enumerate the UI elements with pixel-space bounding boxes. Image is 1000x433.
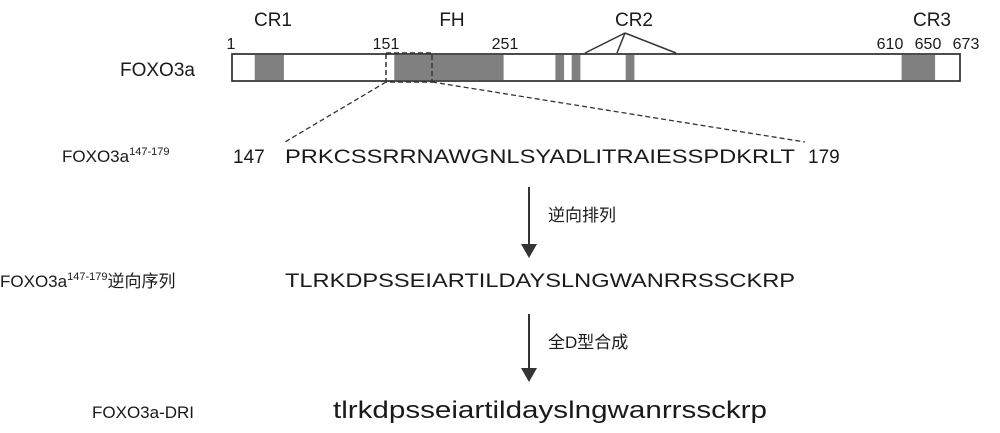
domain-block-6: [901, 55, 936, 80]
reverse-label-main: FOXO3a: [0, 272, 68, 291]
step1-label: 逆向排列: [548, 206, 616, 225]
cr2-label: CR2: [615, 10, 653, 31]
reverse-label-suffix: 逆向序列: [107, 272, 175, 291]
cr2-bracket-mid: [616, 32, 626, 54]
arrow-step2: [521, 314, 537, 382]
dri-sequence: tlrkdpsseiartildayslngwanrrssckrp: [333, 397, 767, 424]
fragment-label: FOXO3a147-179: [62, 146, 169, 166]
cr2-bracket-left: [584, 32, 626, 54]
zoom-line-right: [431, 81, 806, 143]
position-251: 251: [492, 36, 519, 53]
reverse-label: FOXO3a147-179逆向序列: [0, 271, 175, 291]
domain-block-3: [555, 55, 565, 80]
protein-bar: [231, 53, 961, 82]
fragment-label-sup: 147-179: [129, 146, 169, 158]
cr2-bracket: [584, 32, 677, 54]
cr3-label: CR3: [913, 10, 951, 31]
protein-bar-outline: [231, 53, 961, 82]
zoom-line-left: [284, 81, 387, 143]
domain-block-1: [254, 55, 284, 80]
fragment-label-main: FOXO3a: [62, 147, 130, 166]
position-673: 673: [953, 36, 980, 53]
reverse-label-sup: 147-179: [67, 271, 107, 283]
domain-blocks: [254, 55, 936, 80]
fragment-sequence: PRKCSSRRNAWGNLSYADLITRAIESSPDKRLT: [285, 147, 795, 168]
protein-name: FOXO3a: [120, 60, 195, 81]
step2-label: 全D型合成: [548, 333, 628, 352]
arrow-step1: [521, 187, 537, 258]
fragment-start: 147: [233, 147, 265, 168]
cr2-bracket-right: [624, 32, 677, 54]
cr1-label: CR1: [254, 10, 292, 31]
reverse-sequence: TLRKDPSSEIARTILDAYSLNGWANRRSSCKRP: [285, 271, 795, 292]
domain-block-4: [571, 55, 581, 80]
fragment-end: 179: [808, 147, 840, 168]
position-610: 610: [877, 36, 904, 53]
dri-label: FOXO3a-DRI: [92, 403, 194, 422]
domain-block-2: [394, 55, 504, 80]
position-650: 650: [915, 36, 942, 53]
position-1: 1: [227, 36, 236, 53]
fh-label: FH: [439, 10, 464, 31]
domain-block-5: [625, 55, 635, 80]
position-151: 151: [373, 36, 400, 53]
fragment-zoom-box: [385, 52, 433, 83]
